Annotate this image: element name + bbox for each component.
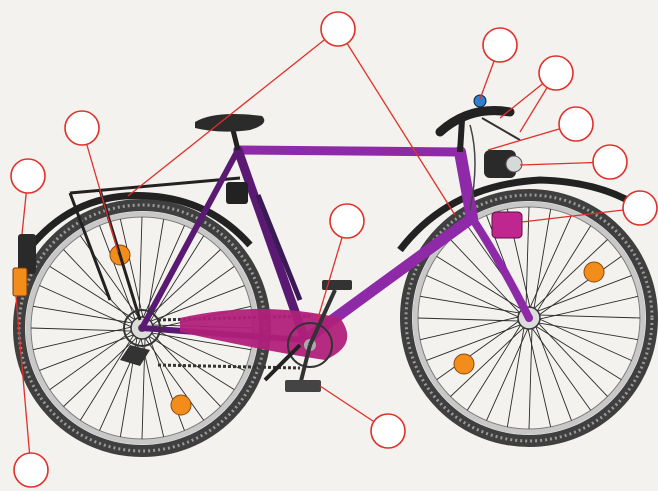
callout-circle-front-lamp	[593, 145, 627, 179]
callout-circle-brake-cable	[559, 107, 593, 141]
callout-circle-rear-wheel-spoke-reflector	[65, 111, 99, 145]
front-wheel-spoke	[529, 326, 532, 429]
callout-circle-chainring	[330, 204, 364, 238]
front-wheel-spoke	[487, 327, 529, 421]
rear-derailleur	[120, 345, 150, 366]
saddle-bag	[226, 182, 248, 204]
front-wheel-spoke	[529, 215, 571, 309]
rear-wheel-spoke	[80, 333, 134, 420]
callout-circle-frame	[321, 12, 355, 46]
callout-circle-pedal	[371, 414, 405, 448]
rear-reflector	[13, 268, 27, 296]
front-wheel-spoke	[526, 207, 529, 310]
front-wheel-spoke	[420, 317, 520, 340]
rear-wheel-spoke	[31, 328, 134, 331]
frame-pump	[258, 195, 300, 300]
callout-circle-dynamo	[623, 191, 657, 225]
front-wheel-spoke	[537, 315, 640, 318]
brake-lever	[482, 118, 520, 140]
rear-wheel-spoke	[149, 236, 203, 323]
saddle	[195, 114, 264, 132]
callouts	[11, 12, 657, 487]
rear-wheel-spoke	[33, 327, 133, 350]
rear-wheel-spoke	[142, 225, 184, 319]
spoke-reflector	[171, 395, 191, 415]
bell	[474, 95, 486, 107]
top-tube	[238, 150, 460, 152]
pedal	[285, 380, 321, 392]
callout-circle-brake-levers	[539, 56, 573, 90]
front-wheel-spoke	[534, 325, 621, 379]
front-lamp-lens	[506, 156, 522, 172]
front-wheel-spoke	[538, 318, 632, 360]
front-wheel-spoke	[467, 323, 521, 410]
frame	[142, 150, 529, 340]
front-wheel-spoke	[418, 318, 521, 321]
front-wheel-spoke	[536, 226, 590, 313]
dynamo	[492, 212, 522, 238]
rear-wheel-spoke	[147, 335, 234, 389]
rear-wheel-spoke	[50, 266, 137, 320]
front-wheel-spoke	[538, 296, 638, 319]
rear-wheel-spoke	[39, 286, 133, 328]
spoke-reflector	[454, 354, 474, 374]
callout-circle-rear-light	[14, 453, 48, 487]
front-wheel-spoke	[528, 327, 551, 427]
spoke-reflector	[584, 262, 604, 282]
rear-wheel-spoke	[139, 217, 142, 320]
callout-circle-bell	[483, 28, 517, 62]
stem	[460, 120, 462, 152]
callout-circle-rear-reflector	[11, 159, 45, 193]
callout-leader-frame	[338, 29, 455, 215]
callout-leader-frame	[128, 29, 338, 196]
